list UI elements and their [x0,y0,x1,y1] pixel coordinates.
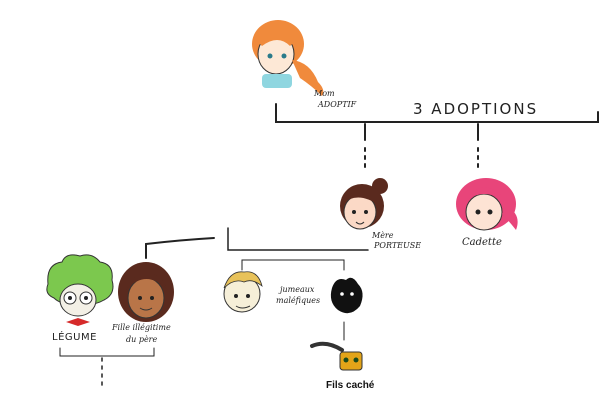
avatar-jumeau-sombre [330,277,363,314]
twins-bar [241,259,345,271]
tree-lines [59,103,599,389]
label-mere-line1: Mère [372,231,394,240]
avatar-jumeau-blond [223,271,263,313]
adoption-bar [275,103,599,123]
avatar-cadette [456,178,518,231]
label-jumeaux-line1: jumeaux [280,285,315,294]
avatar-legume [46,254,114,326]
label-fille-line1: Fille illégitime [112,323,171,332]
label-cadette: Cadette [462,237,502,248]
avatar-mere-porteuse [340,178,388,230]
label-jumeaux-line2: maléfiques [276,296,321,305]
label-mom-line1: Mom [314,89,335,98]
label-legume: LÉGUME [52,332,97,343]
adoptions-title: 3 ADOPTIONS [413,100,539,118]
label-mom-line2: ADOPTIF [318,100,357,109]
mere-children-bar [227,227,369,251]
avatar-fille-illegitime [118,262,174,322]
curve-to-left [145,237,215,259]
avatar-fils-cache [310,341,363,371]
label-mere-line2: PORTEUSE [374,241,422,250]
label-fille-line2: du père [126,335,158,344]
label-fils-cache: Fils caché [326,380,375,391]
avatar-mom-adoptive [252,20,324,96]
left-children-bar [59,347,155,357]
